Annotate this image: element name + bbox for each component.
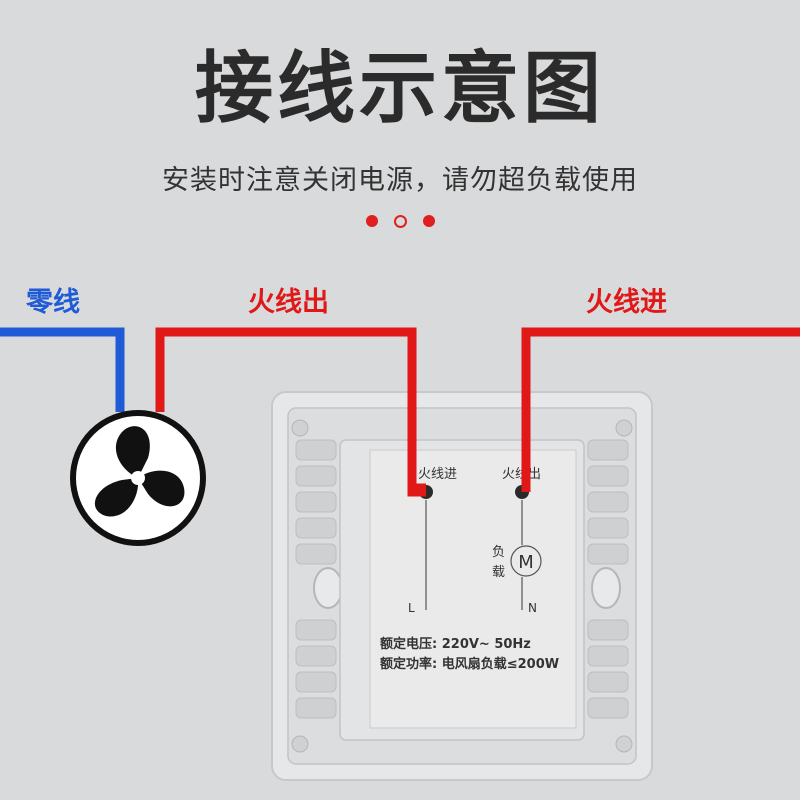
terminal-l-label: L [408,601,415,615]
rated-voltage: 额定电压: 220V~ 50Hz [380,636,531,652]
page-title: 接线示意图 [194,44,605,134]
decorative-dots [0,215,800,228]
load-label-2: 载 [492,565,505,580]
screw-slot-left [313,567,343,609]
live-out-wire-label: 火线出 [248,287,329,318]
terminal-n-label: N [528,601,537,615]
neutral-wire [0,327,125,412]
dot-filled [365,215,378,227]
fan-icon [70,410,206,546]
safety-subtitle: 安装时注意关闭电源，请勿超负载使用 [162,165,638,196]
load-label-1: 负 [492,545,505,560]
dot-ring [393,215,407,228]
terminal-label-left: 火线进 [418,467,457,482]
live-in-wire [521,327,800,492]
live-in-wire-label: 火线进 [586,287,667,318]
dot-filled [422,215,435,227]
motor-symbol: M [518,552,534,573]
neutral-wire-label: 零线 [26,287,80,318]
rated-power: 额定功率: 电风扇负载≤200W [380,656,559,672]
screw-slot-right [591,567,621,609]
switch-plate: M 火线进 火线出 负 载 L N 额定电压: 220V~ 50Hz 额定功率:… [271,391,653,781]
